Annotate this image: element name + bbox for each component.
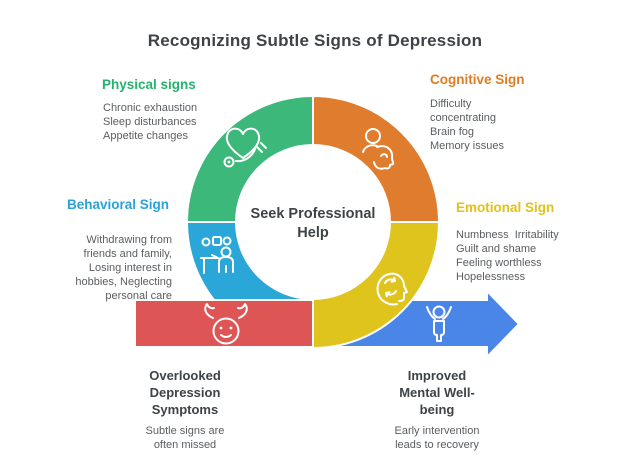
overlooked-block: Overlooked Depression Symptoms Subtle si…: [125, 367, 245, 452]
emotional-section-body: Numbness Irritability Guilt and shame Fe…: [456, 229, 559, 283]
overlooked-heading: Overlooked Depression Symptoms: [149, 368, 221, 417]
page-title: Recognizing Subtle Signs of Depression: [147, 31, 483, 50]
heart-stethoscope-icon: [223, 127, 267, 168]
behavioral-section-body: Withdrawing from friends and family, Los…: [75, 234, 172, 302]
improved-heading: Improved Mental Well- being: [399, 368, 475, 417]
emotional-segment: [312, 221, 441, 350]
physical-segment: [185, 94, 314, 223]
behavioral-section-title: Behavioral Sign: [67, 197, 170, 212]
cognitive-section-body: Difficulty concentrating Brain fog Memor…: [430, 98, 504, 152]
improved-block: Improved Mental Well- being Early interv…: [377, 367, 497, 452]
withdrawing-person-icon: [200, 236, 234, 274]
emotional-section-title: Emotional Sign: [456, 200, 555, 215]
cognitive-section-title: Cognitive Sign: [430, 72, 525, 87]
head-cycle-icon: [376, 272, 408, 306]
sad-face-hands-icon: [204, 303, 248, 345]
physical-section-body: Chronic exhaustion Sleep disturbances Ap…: [103, 102, 198, 142]
physical-section-title: Physical signs: [102, 77, 196, 92]
overlooked-band: [134, 299, 314, 348]
celebrating-person-icon: [426, 305, 452, 342]
overlooked-subtext: Subtle signs are often missed: [145, 425, 225, 451]
improved-subtext: Early intervention leads to recovery: [394, 425, 480, 451]
cognitive-segment: [312, 94, 441, 223]
brain-fog-person-icon: [362, 128, 395, 170]
center-label: Seek Professional Help: [250, 206, 376, 241]
